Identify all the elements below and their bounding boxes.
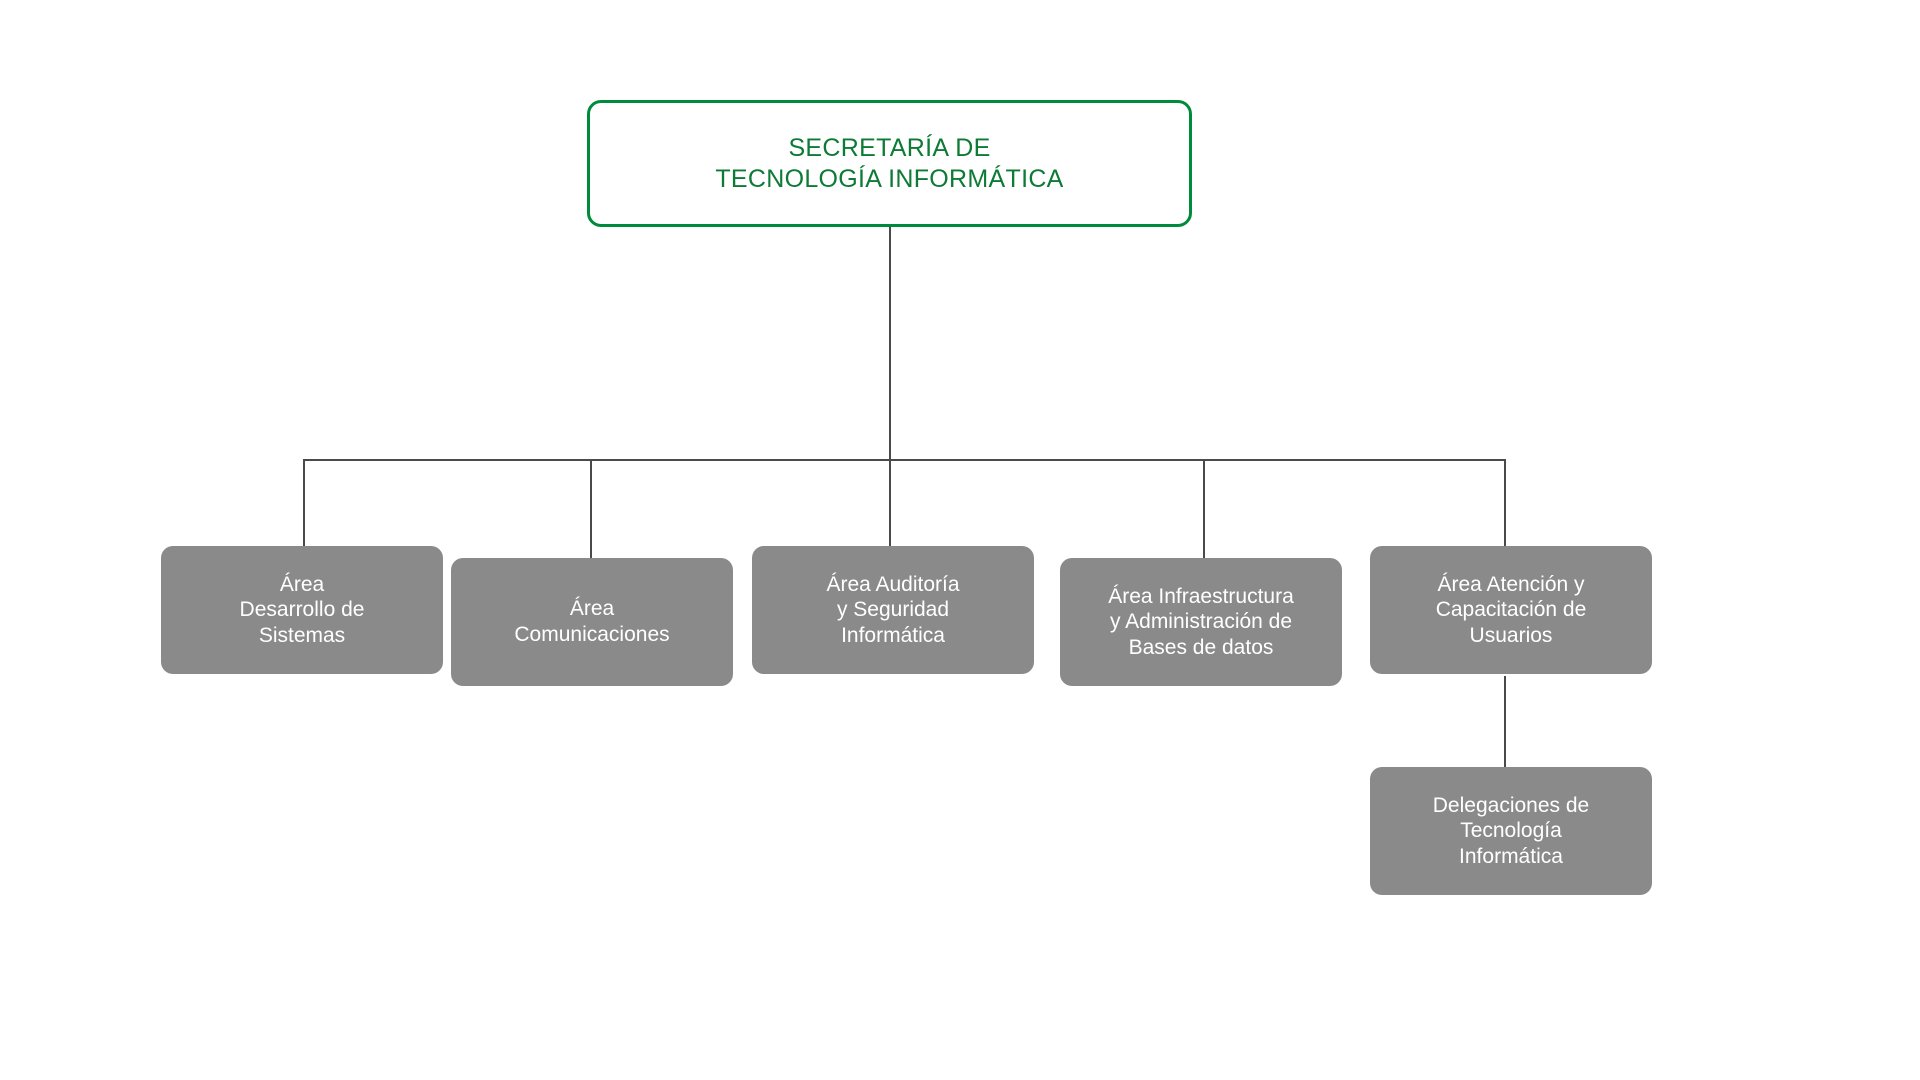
org-node-unit-3-label: Área Auditoría y Seguridad Informática xyxy=(826,572,960,647)
org-node-unit-2-label: Área Comunicaciones xyxy=(514,597,670,646)
org-node-unit-4-label: Área Infraestructura y Administración de… xyxy=(1108,584,1294,659)
org-node-unit-4[interactable]: Área Infraestructura y Administración de… xyxy=(1060,558,1342,686)
org-node-unit-5-label: Área Atención y Capacitación de Usuarios xyxy=(1435,572,1587,647)
connector-horizontal-bus xyxy=(303,459,1506,461)
org-node-unit-3[interactable]: Área Auditoría y Seguridad Informática xyxy=(752,546,1034,674)
org-node-unit-5[interactable]: Área Atención y Capacitación de Usuarios xyxy=(1370,546,1652,674)
connector-unit5-to-suborgan xyxy=(1504,676,1506,769)
connector-drop-unit-5 xyxy=(1504,459,1506,548)
org-node-unit-1-label: Área Desarrollo de Sistemas xyxy=(239,572,365,647)
connector-drop-unit-4 xyxy=(1203,459,1205,560)
connector-drop-unit-3 xyxy=(889,459,891,548)
org-node-root[interactable]: SECRETARÍA DE TECNOLOGÍA INFORMÁTICA xyxy=(587,100,1192,227)
org-node-unit-2[interactable]: Área Comunicaciones xyxy=(451,558,733,686)
connector-drop-unit-2 xyxy=(590,459,592,560)
connector-root-stem xyxy=(889,227,891,549)
org-node-root-label: SECRETARÍA DE TECNOLOGÍA INFORMÁTICA xyxy=(715,134,1064,193)
org-node-unit-1[interactable]: Área Desarrollo de Sistemas xyxy=(161,546,443,674)
connector-drop-unit-1 xyxy=(303,459,305,548)
org-node-suborgan-1[interactable]: Delegaciones de Tecnología Informática xyxy=(1370,767,1652,895)
org-node-suborgan-1-label: Delegaciones de Tecnología Informática xyxy=(1432,793,1590,868)
